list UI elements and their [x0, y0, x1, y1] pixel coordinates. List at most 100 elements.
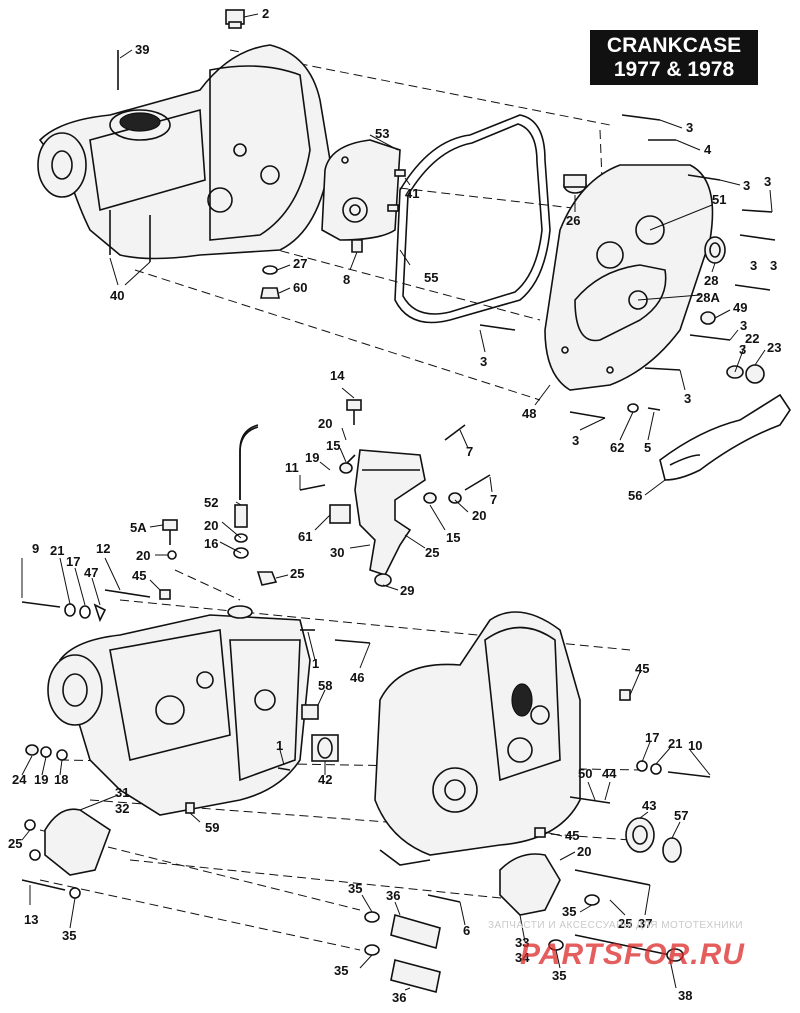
- callout-25a: 25: [425, 545, 439, 560]
- callout-17b: 17: [645, 730, 659, 745]
- block-61: [329, 504, 351, 524]
- callout-43: 43: [642, 798, 656, 813]
- callout-25c: 25: [8, 836, 22, 851]
- diagram-title-box: CRANKCASE 1977 & 1978: [590, 30, 758, 85]
- callout-7a: 7: [466, 444, 473, 459]
- callout-3b: 3: [743, 178, 750, 193]
- callout-3f: 3: [740, 318, 747, 333]
- callout-62: 62: [610, 440, 624, 455]
- callout-20e: 20: [577, 844, 591, 859]
- callout-42: 42: [318, 772, 332, 787]
- callout-17a: 17: [66, 554, 80, 569]
- callout-21a: 21: [50, 543, 64, 558]
- callout-19a: 19: [305, 450, 319, 465]
- callout-3g: 3: [739, 342, 746, 357]
- callout-labels: 2 39 53 41 27 60 40 8 55 3 4 3 3 51 26 2…: [8, 6, 781, 1005]
- stud-46: [334, 639, 371, 644]
- callout-60: 60: [293, 280, 307, 295]
- bolt-5a: [162, 519, 178, 560]
- callout-12: 12: [96, 541, 110, 556]
- dowels-1: [277, 629, 315, 771]
- bushing-58: [301, 704, 319, 720]
- callout-leaders: [21, 13, 773, 991]
- callout-28: 28: [704, 273, 718, 288]
- gasket-55: [394, 114, 551, 324]
- washer-22-nut-23: [726, 364, 765, 384]
- callout-56: 56: [628, 488, 642, 503]
- callout-4: 4: [704, 142, 712, 157]
- callout-23: 23: [767, 340, 781, 355]
- callout-1a: 1: [312, 656, 319, 671]
- right-crankcase-half: [374, 611, 581, 866]
- callout-34: 34: [515, 950, 530, 965]
- bearing-42: [311, 734, 339, 762]
- washers-17-21-47: [64, 603, 107, 623]
- callout-25b: 25: [290, 566, 304, 581]
- callout-21b: 21: [668, 736, 682, 751]
- stud-44-50: [569, 796, 611, 804]
- bolt-11: [299, 484, 326, 491]
- bolt-12: [104, 589, 151, 598]
- callout-3e: 3: [770, 258, 777, 273]
- plug-59: [185, 802, 195, 814]
- callout-45b: 45: [635, 661, 649, 676]
- callout-35b: 35: [348, 881, 362, 896]
- callout-47: 47: [84, 565, 98, 580]
- callout-50: 50: [578, 766, 592, 781]
- bushing-26: [563, 174, 587, 194]
- spacers-36: [390, 913, 441, 993]
- breather-hose-52: [233, 424, 278, 586]
- callout-6: 6: [463, 923, 470, 938]
- callout-3c: 3: [764, 174, 771, 189]
- callout-26: 26: [566, 213, 580, 228]
- gear-case-cover-48: [544, 164, 714, 391]
- callout-3-lower: 3: [572, 433, 579, 448]
- callout-13: 13: [24, 912, 38, 927]
- left-crankcase-half-top: [37, 44, 331, 262]
- seal-28: [704, 236, 726, 264]
- watermark-logo: PARTSFOR.RU: [520, 938, 745, 971]
- callout-57: 57: [674, 808, 688, 823]
- callout-59: 59: [205, 820, 219, 835]
- callout-8: 8: [343, 272, 350, 287]
- callout-38: 38: [678, 988, 692, 1003]
- callout-35d: 35: [334, 963, 348, 978]
- callout-44: 44: [602, 766, 617, 781]
- callout-9: 9: [32, 541, 39, 556]
- callout-36a: 36: [386, 888, 400, 903]
- callout-14: 14: [330, 368, 345, 383]
- callout-24: 24: [12, 772, 27, 787]
- callout-35c: 35: [562, 904, 576, 919]
- callout-29: 29: [400, 583, 414, 598]
- callout-10: 10: [688, 738, 702, 753]
- bracket-31-32: [24, 808, 111, 876]
- callout-2: 2: [262, 6, 269, 21]
- callout-31: 31: [115, 785, 129, 800]
- bolt-14: [346, 399, 362, 425]
- callout-39: 39: [135, 42, 149, 57]
- plug-2: [225, 9, 245, 29]
- washer-62: [627, 403, 639, 413]
- bolt-10: [636, 760, 711, 778]
- callout-27: 27: [293, 256, 307, 271]
- washer-27-bolt-60: [260, 265, 280, 299]
- plug-49: [700, 311, 716, 325]
- callout-22: 22: [745, 331, 759, 346]
- callout-19b: 19: [34, 772, 48, 787]
- callout-35e: 35: [552, 968, 566, 983]
- callout-3h: 3: [684, 391, 691, 406]
- bolt-9: [21, 601, 61, 608]
- callout-55: 55: [424, 270, 438, 285]
- cover-plate-53: [321, 139, 406, 253]
- engine-mount-bracket-30: [339, 449, 426, 576]
- bracket-33-34: [499, 853, 561, 916]
- callout-20d: 20: [136, 548, 150, 563]
- callout-46: 46: [350, 670, 364, 685]
- callout-33: 33: [515, 935, 529, 950]
- callout-5: 5: [644, 440, 651, 455]
- callout-45c: 45: [565, 828, 579, 843]
- callout-3a: 3: [686, 120, 693, 135]
- bolt-13: [21, 879, 81, 899]
- callout-25d: 25: [618, 916, 632, 931]
- callout-48: 48: [522, 406, 536, 421]
